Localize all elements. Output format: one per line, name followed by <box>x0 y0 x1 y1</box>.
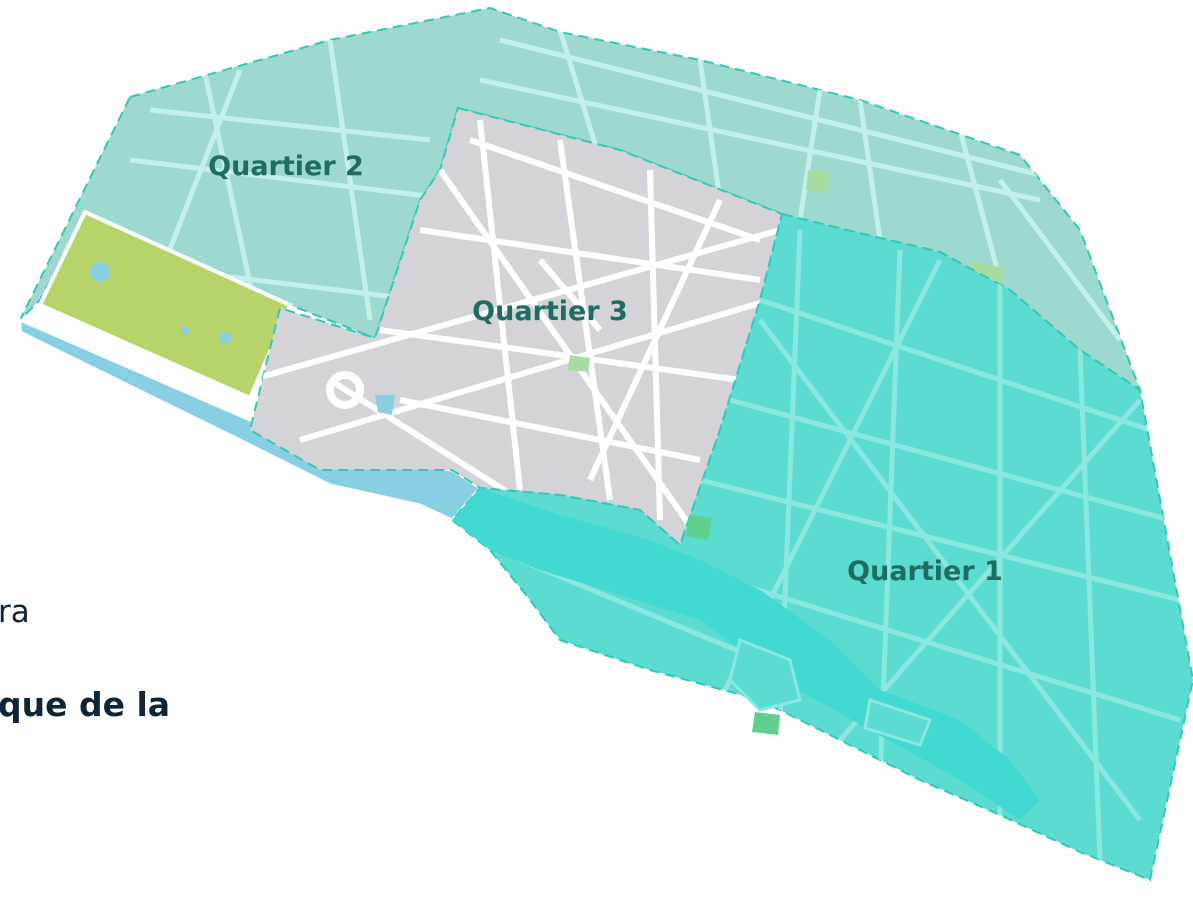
island-saint-louis <box>863 698 932 747</box>
quartier-2-streets <box>89 29 1122 342</box>
partial-text-line: ra <box>0 594 30 630</box>
quartier-3-label: Quartier 3 <box>472 296 628 327</box>
basin <box>375 395 395 415</box>
partial-heading-line: que de la <box>0 685 171 724</box>
island-cite <box>728 637 802 712</box>
park-area <box>37 209 293 401</box>
park-pond <box>181 326 189 334</box>
park-pond <box>90 262 110 282</box>
quartier-2-label: Quartier 2 <box>208 151 364 182</box>
quartier-2-green-square <box>806 170 830 192</box>
place-roundabout <box>326 371 364 409</box>
park-pond <box>219 332 231 344</box>
quartier-1-green-square <box>686 515 712 540</box>
quartier-3-green-square <box>568 355 590 372</box>
quartier-1-green-square <box>752 712 780 735</box>
quartier-1-label: Quartier 1 <box>847 556 1003 587</box>
